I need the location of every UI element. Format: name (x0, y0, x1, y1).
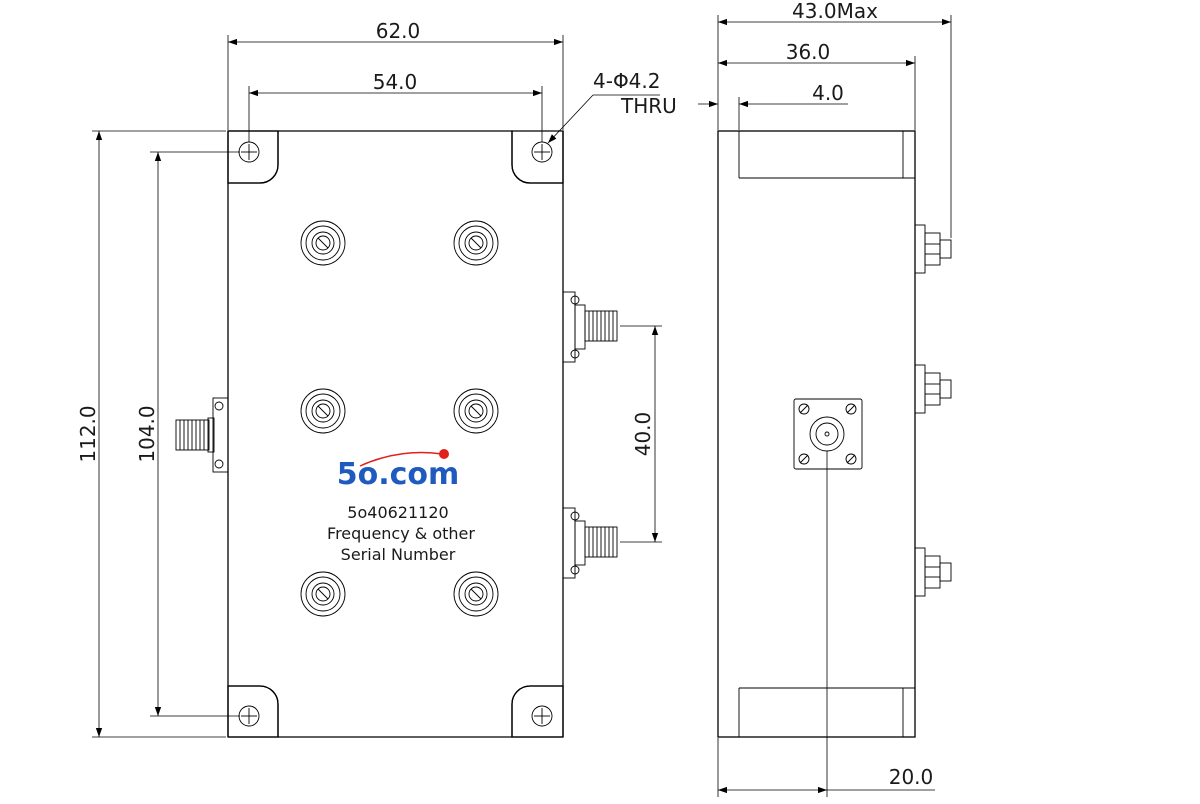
front-view-outline (227, 130, 564, 738)
sma-connector-left (175, 397, 229, 473)
dim-depth-max: 43.0Max (792, 0, 878, 23)
flange-connector (793, 398, 863, 470)
brand-logo: 5o.com (337, 457, 460, 492)
dim-depth-body: 36.0 (786, 40, 831, 64)
side-nut-bottom (914, 547, 952, 597)
dim-connector-offset: 20.0 (889, 765, 934, 789)
mounting-hole-tl (238, 141, 260, 163)
dim-height-overall: 112.0 (76, 405, 100, 462)
label-line-serial: Serial Number (341, 545, 456, 564)
part-number: 5o40621120 (347, 503, 448, 522)
mounting-hole-br (531, 705, 553, 727)
side-view-outline (717, 130, 916, 738)
mounting-hole-bl (238, 705, 260, 727)
front-view: 5o.com 5o40621120 Frequency & other Seri… (175, 130, 618, 738)
hole-callout-spec: 4-Φ4.2 (593, 69, 661, 93)
label-line-frequency: Frequency & other (327, 524, 475, 543)
product-label: 5o.com 5o40621120 Frequency & other Seri… (327, 449, 475, 564)
side-dimensions: 43.0Max 36.0 4.0 20.0 (698, 0, 952, 797)
dim-flange-thickness: 4.0 (812, 81, 844, 105)
mounting-hole-tr (531, 141, 553, 163)
tuning-screw (300, 220, 346, 266)
tuning-screw (453, 220, 499, 266)
side-view (717, 130, 952, 738)
sma-connector-right-bottom (562, 507, 618, 579)
dim-hole-spacing-x: 54.0 (373, 70, 418, 94)
brand-logo-dot (439, 449, 449, 459)
side-nut-top (914, 224, 952, 274)
hole-callout-type: THRU (620, 94, 677, 118)
tuning-screw (453, 571, 499, 617)
dim-width-overall: 62.0 (376, 19, 421, 43)
side-nut-middle (914, 364, 952, 414)
dim-hole-spacing-y: 104.0 (135, 405, 159, 462)
tuning-screw (300, 388, 346, 434)
dim-port-spacing: 40.0 (631, 412, 655, 457)
front-dimensions: 62.0 54.0 112.0 104.0 40.0 4-Φ4.2 THRU (76, 19, 677, 738)
tuning-screw (453, 388, 499, 434)
sma-connector-right-top (562, 291, 618, 363)
tuning-screw (300, 571, 346, 617)
